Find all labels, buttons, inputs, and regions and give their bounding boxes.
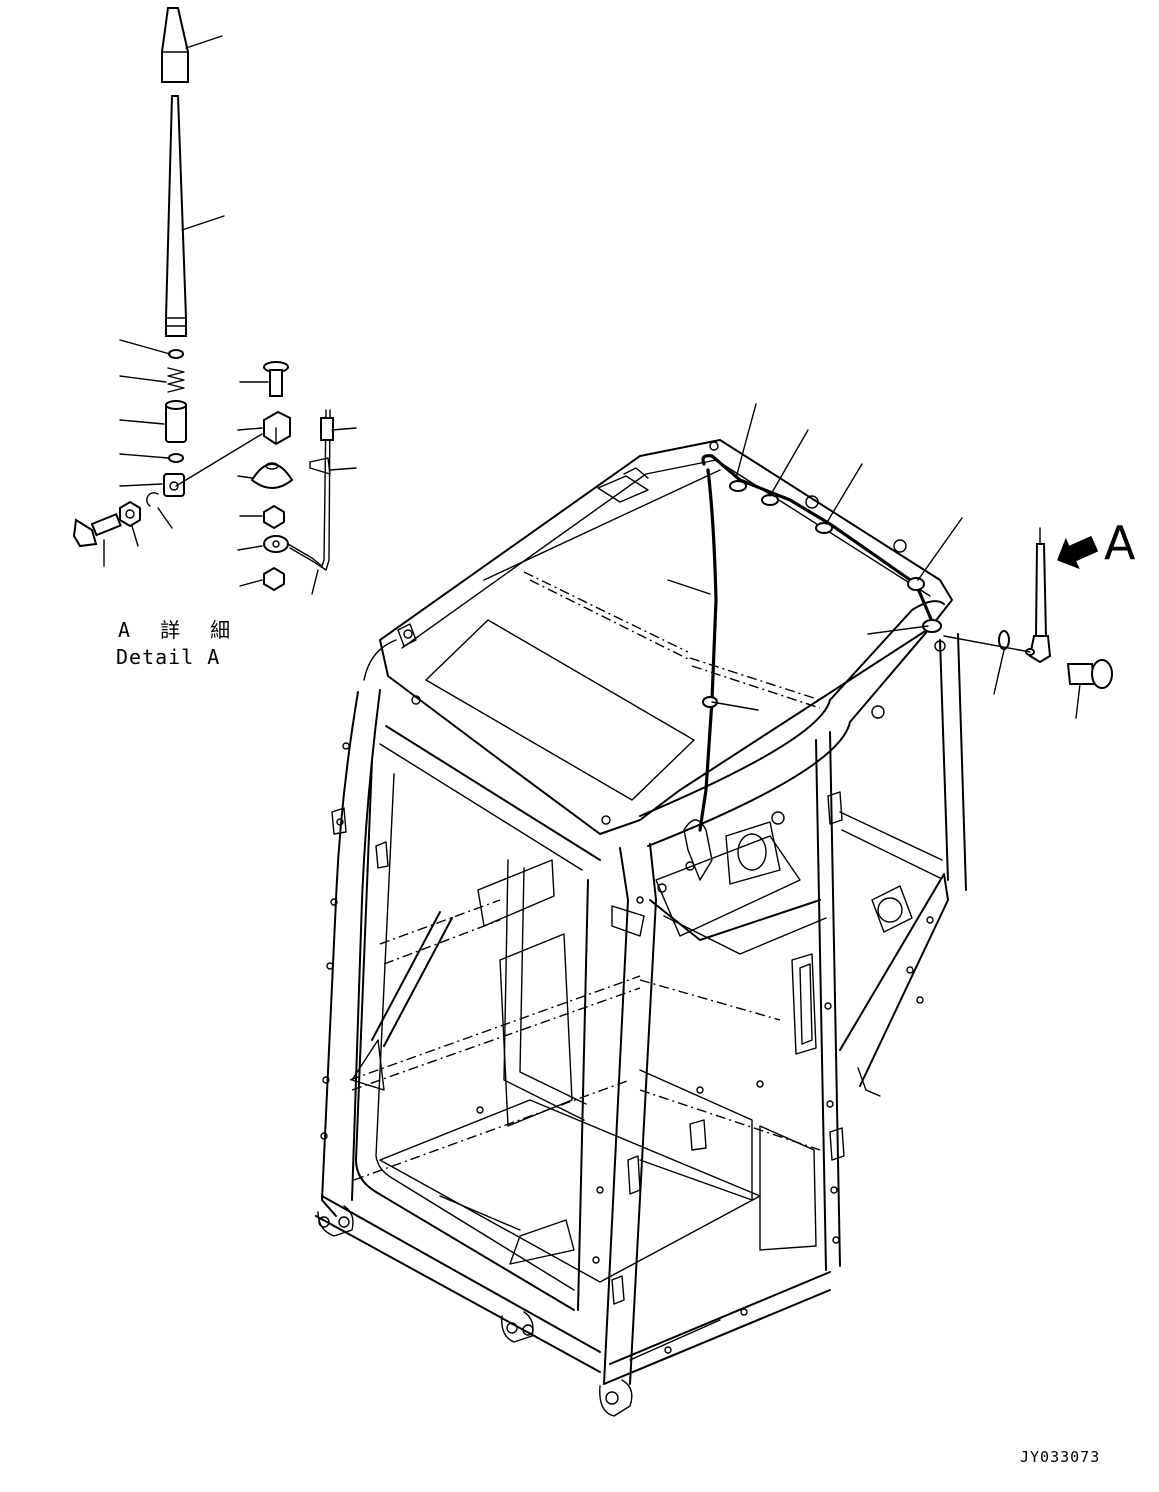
hex-nut-1 <box>119 500 141 528</box>
leader-joint <box>119 483 163 487</box>
assembled-bolt <box>1066 659 1113 719</box>
antenna-rod <box>165 95 187 337</box>
leader-rod <box>181 215 225 231</box>
view-marker-label: A <box>1104 516 1136 570</box>
c-clip <box>146 492 159 507</box>
view-arrow-icon <box>1057 535 1099 570</box>
drawing-id: JY033073 <box>1020 1448 1101 1466</box>
leader-h2 <box>769 429 809 497</box>
leader-nut1 <box>131 525 139 547</box>
leader-bracket <box>237 427 263 431</box>
leader-h3 <box>825 463 863 525</box>
leader-tape <box>329 467 357 471</box>
mount-lug-center <box>501 1311 534 1343</box>
leader-h4 <box>917 517 963 581</box>
leader-cable <box>311 569 319 595</box>
bracket <box>263 410 291 446</box>
leader-cap <box>185 35 223 49</box>
leader-clip <box>157 507 173 529</box>
detail-a-parts <box>72 7 357 595</box>
detail-label-japanese: A 詳 細 <box>118 618 240 642</box>
hex-nut-2 <box>263 504 285 530</box>
leader-bracket-joint <box>175 433 263 487</box>
wing-bolt <box>72 512 122 548</box>
spring <box>167 367 185 393</box>
leader-oring1 <box>119 339 171 355</box>
leader-dome <box>237 475 253 479</box>
leader-connector <box>331 427 357 431</box>
roof-wire-harness <box>683 454 942 881</box>
cab-frame <box>315 439 967 1417</box>
ring-terminal <box>263 535 289 553</box>
o-ring-1 <box>168 349 184 359</box>
leader-sleeve <box>119 419 165 425</box>
leader-nut3 <box>239 579 263 587</box>
leader-oring2 <box>119 453 169 459</box>
base-joint <box>163 473 185 497</box>
assembled-antenna <box>943 527 1052 695</box>
dome-base <box>250 462 294 489</box>
leader-h5 <box>667 579 711 595</box>
leader-h1 <box>735 403 757 479</box>
hex-nut-3 <box>263 566 285 592</box>
leader-terminal <box>237 545 263 551</box>
antenna-lead-cable <box>287 409 334 571</box>
antenna-cap <box>161 7 189 83</box>
o-ring-2 <box>168 453 184 463</box>
bolt <box>263 361 289 397</box>
leader-h6 <box>867 625 929 635</box>
detail-label-english: Detail A <box>116 645 221 669</box>
leader-spring <box>119 375 167 383</box>
mount-lug-front <box>599 1379 633 1417</box>
sleeve <box>165 400 187 443</box>
leader-h7 <box>711 701 759 711</box>
mount-lug-left <box>317 1205 354 1237</box>
